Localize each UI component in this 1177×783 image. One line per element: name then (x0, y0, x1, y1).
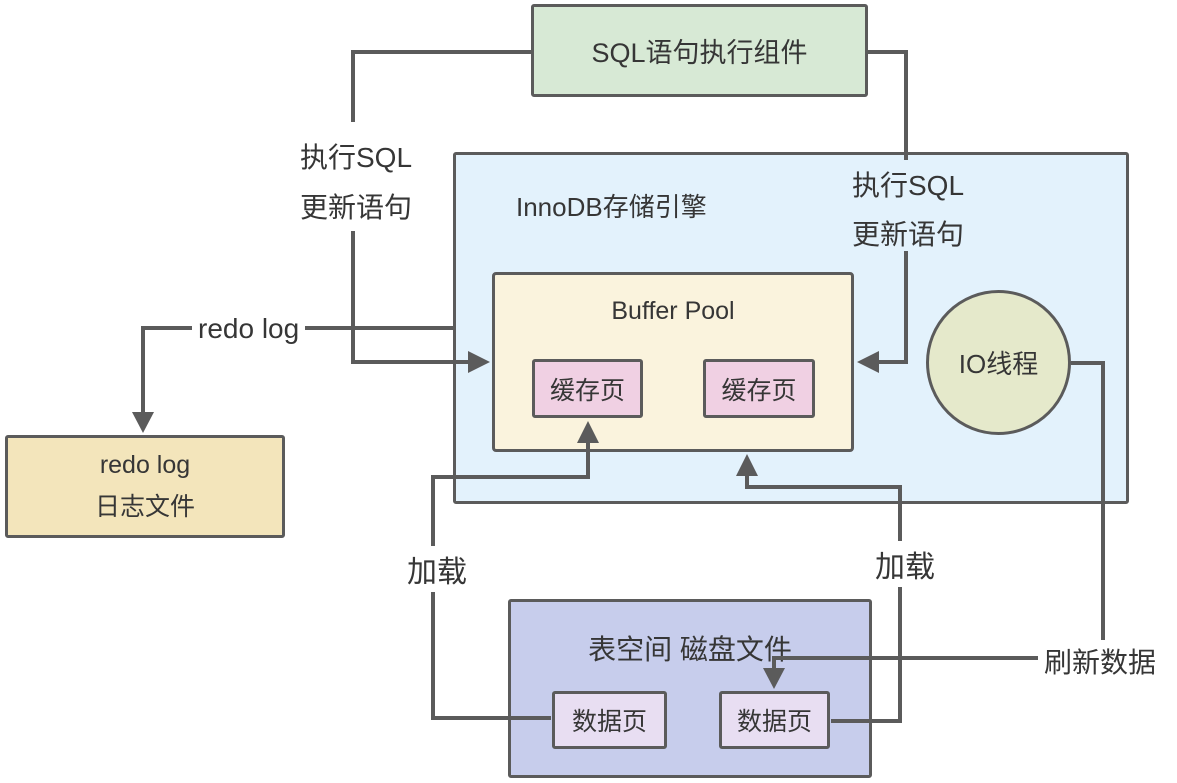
io-thread-label: IO线程 (958, 349, 1039, 379)
load-left-label: 加载 (401, 546, 473, 592)
exec-sql-right-label-line1: 执行SQL (851, 170, 965, 201)
arrowhead-into-redo-file (132, 412, 154, 433)
data-page-1-box: 数据页 (552, 691, 667, 749)
edge-sql-to-exec-right (868, 50, 908, 160)
sql-executor-box: SQL语句执行组件 (531, 4, 868, 97)
load-right-label: 加载 (869, 541, 941, 587)
exec-sql-left-label-line1: 执行SQL (299, 142, 413, 173)
flush-data-label: 刷新数据 (1038, 640, 1163, 682)
sql-executor-label: SQL语句执行组件 (591, 38, 808, 68)
edge-sql-to-exec-left (351, 50, 531, 122)
cache-page-2-box: 缓存页 (703, 359, 815, 418)
cache-page-1-label: 缓存页 (549, 376, 625, 405)
data-page-1-label: 数据页 (571, 708, 647, 736)
redo-log-edge-label: redo log (192, 312, 306, 346)
redo-log-file-label-line1: redo log (99, 450, 191, 479)
buffer-pool-label: Buffer Pool (611, 297, 735, 325)
cache-page-2-label: 缓存页 (721, 376, 797, 405)
data-page-2-label: 数据页 (736, 708, 812, 736)
tablespace-box: 表空间 磁盘文件 (508, 599, 872, 778)
cache-page-1-box: 缓存页 (532, 359, 643, 418)
exec-sql-right-label-line2: 更新语句 (851, 219, 964, 250)
data-page-2-box: 数据页 (719, 691, 830, 749)
redo-log-file-box: redo log 日志文件 (5, 435, 285, 538)
io-thread-circle: IO线程 (926, 290, 1071, 435)
redo-log-file-label-line2: 日志文件 (94, 492, 195, 521)
innodb-engine-label: InnoDB存储引擎 (516, 192, 707, 222)
exec-sql-left-label-line2: 更新语句 (299, 192, 412, 223)
tablespace-label: 表空间 磁盘文件 (588, 634, 792, 665)
